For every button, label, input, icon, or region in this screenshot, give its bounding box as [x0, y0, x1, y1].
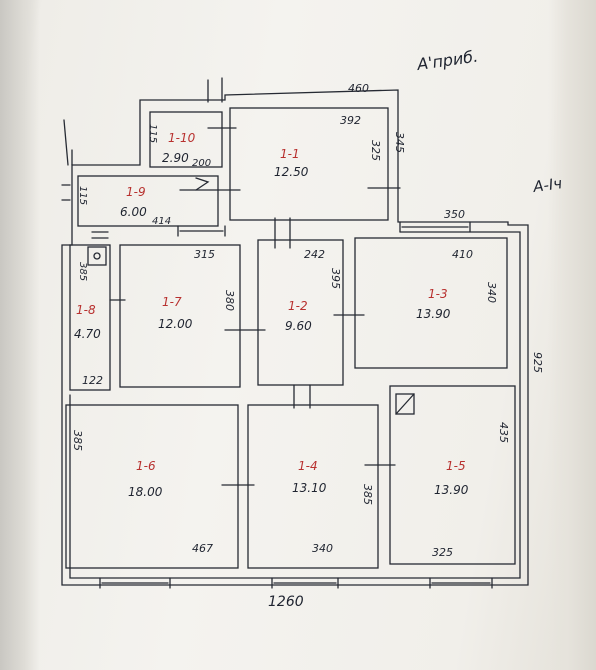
dim-380: 380	[223, 290, 236, 311]
outer-wall	[61, 89, 529, 586]
room-area-1-8: 4.70	[74, 327, 101, 341]
dim-414: 414	[152, 216, 171, 227]
room-id-1-6: 1-6	[136, 459, 156, 473]
room-area-1-7: 12.00	[158, 317, 193, 331]
room-outline-1-2	[257, 239, 344, 386]
room-id-1-5: 1-5	[446, 459, 466, 473]
dim-1260: 1260	[268, 594, 304, 610]
room-id-1-10: 1-10	[168, 131, 196, 145]
dim-925: 925	[531, 352, 544, 373]
dim-325-b: 325	[432, 546, 453, 559]
room-id-1-8: 1-8	[76, 303, 96, 317]
page-fold-shadow	[0, 0, 40, 670]
room-outline-1-5	[389, 385, 516, 565]
room-label-1-10: 1-10 2.90	[162, 131, 196, 165]
dim-385-c: 385	[361, 484, 374, 505]
room-area-1-10: 2.90	[162, 151, 189, 165]
room-label-1-9: 1-9 6.00	[120, 185, 147, 219]
room-label-1-8: 1-8 4.70	[74, 303, 101, 341]
room-outline-1-8	[69, 244, 111, 391]
note-top: А'приб.	[415, 47, 479, 74]
room-area-1-9: 6.00	[120, 205, 147, 219]
dim-345: 345	[393, 132, 406, 153]
room-label-1-3: 1-3 13.90	[416, 287, 451, 321]
room-id-1-3: 1-3	[428, 287, 448, 301]
outer-wall-inner	[69, 231, 521, 579]
room-id-1-9: 1-9	[126, 185, 146, 199]
dim-467: 467	[192, 542, 213, 555]
room-outline-1-6	[65, 404, 239, 569]
room-label-1-7: 1-7 12.00	[158, 295, 193, 331]
room-id-1-1: 1-1	[280, 147, 300, 161]
room-outline-1-9	[77, 175, 219, 227]
dim-242: 242	[304, 248, 325, 261]
room-id-1-2: 1-2	[288, 299, 308, 313]
dim-315: 315	[194, 248, 215, 261]
room-area-1-4: 13.10	[292, 481, 327, 495]
room-outline-1-10	[149, 111, 223, 168]
dim-200: 200	[192, 158, 211, 169]
dim-385-b: 385	[71, 430, 84, 451]
room-id-1-7: 1-7	[162, 295, 182, 309]
dim-115-a: 115	[147, 124, 158, 143]
room-outline-1-4	[247, 404, 379, 569]
dim-392: 392	[340, 114, 361, 127]
room-area-1-2: 9.60	[285, 319, 312, 333]
page-edge-shadow	[548, 0, 596, 670]
dim-460: 460	[348, 82, 369, 95]
dim-435: 435	[497, 422, 510, 443]
room-area-1-6: 18.00	[128, 485, 163, 499]
note-side: А-Іч	[531, 174, 563, 196]
room-label-1-2: 1-2 9.60	[285, 299, 312, 333]
room-label-1-6: 1-6 18.00	[128, 459, 163, 499]
dim-395: 395	[329, 268, 342, 289]
dim-385-a: 385	[77, 262, 88, 281]
room-label-1-5: 1-5 13.90	[434, 459, 469, 497]
dim-350: 350	[444, 208, 465, 221]
dim-325-a: 325	[369, 140, 382, 161]
dim-122: 122	[82, 374, 103, 387]
room-id-1-4: 1-4	[298, 459, 318, 473]
dim-115-b: 115	[77, 186, 88, 205]
room-outline-1-7	[119, 244, 241, 388]
room-label-1-1: 1-1 12.50	[274, 147, 309, 179]
room-outline-1-1	[229, 107, 389, 221]
room-outline-1-3	[354, 237, 508, 369]
room-label-1-4: 1-4 13.10	[292, 459, 327, 495]
room-area-1-5: 13.90	[434, 483, 469, 497]
dim-340-a: 340	[485, 282, 498, 303]
room-area-1-1: 12.50	[274, 165, 309, 179]
dim-340-b: 340	[312, 542, 333, 555]
room-area-1-3: 13.90	[416, 307, 451, 321]
dim-410: 410	[452, 248, 473, 261]
